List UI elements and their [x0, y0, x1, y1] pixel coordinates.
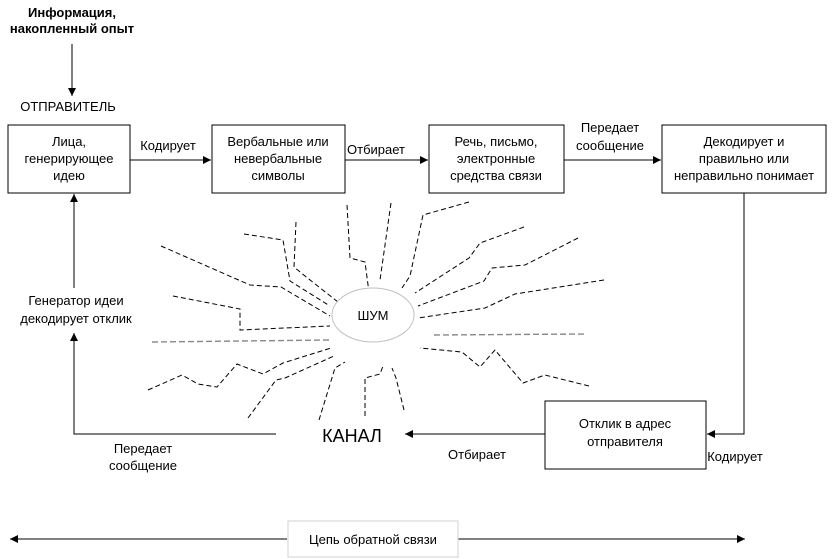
label-transmits-top-line2: сообщение [576, 138, 644, 153]
box-symbols: Вербальные или невербальные символы [211, 124, 346, 194]
box-idea-line2: генерирующее [25, 151, 114, 166]
noise-ray-9 [318, 361, 346, 421]
noise-ray-14 [414, 226, 525, 294]
noise-ray-3 [243, 233, 331, 307]
sender-label: ОТПРАВИТЕЛЬ [20, 99, 116, 114]
noise-ray-12 [379, 202, 392, 281]
noise-label: ШУМ [357, 308, 388, 323]
channel-label: КАНАЛ [322, 426, 382, 446]
label-idea-generator-line1: Генератор идеи [28, 293, 123, 308]
box-response: Отклик в адрес отправителя [544, 400, 707, 470]
box-idea-line1: Лица, [52, 134, 86, 149]
label-encodes-bottom: Кодирует [707, 449, 763, 464]
noise-ray-18 [419, 347, 590, 387]
label-encodes-top: Кодирует [140, 138, 196, 153]
box-decode-line3: неправильно понимает [674, 168, 814, 183]
noise-ray-4 [160, 245, 331, 317]
label-transmits-top-line1: Передает [581, 120, 639, 135]
box-decode: Декодирует и правильно или неправильно п… [661, 124, 827, 194]
noise-ray-8 [247, 355, 335, 419]
box-idea-line3: идею [53, 168, 85, 183]
noise-ray-10 [364, 365, 384, 416]
source-line2: накопленный опыт [10, 21, 134, 36]
label-idea-generator-line2: декодирует отклик [20, 311, 132, 326]
noise-ray-17 [433, 333, 587, 336]
box-media-line2: электронные [457, 151, 535, 166]
noise-ray-15 [417, 237, 579, 307]
noise-ray-6 [151, 339, 331, 343]
box-decode-line1: Декодирует и [704, 134, 785, 149]
box-response-line2: отправителя [587, 434, 663, 449]
label-transmits-bottom-line2: сообщение [109, 458, 177, 473]
label-transmits-bottom-line1: Передает [114, 441, 172, 456]
noise-rays [147, 201, 605, 421]
box-symbols-line1: Вербальные или [227, 134, 328, 149]
box-symbols-line2: невербальные [234, 151, 322, 166]
label-selects-top: Отбирает [347, 142, 405, 157]
noise-ray-1 [346, 204, 371, 301]
label-selects-bottom: Отбирает [448, 447, 506, 462]
box-media-line1: Речь, письмо, [454, 134, 537, 149]
box-decode-line2: правильно или [699, 151, 789, 166]
arrow-encodes-bottom [707, 193, 745, 438]
box-idea: Лица, генерирующее идею [7, 124, 131, 194]
noise-ray-7 [147, 347, 332, 391]
noise-ray-5 [172, 295, 331, 331]
arrow-transmits-bottom [70, 333, 276, 435]
feedback-label: Цепь обратной связи [309, 532, 437, 547]
box-media: Речь, письмо, электронные средства связи [428, 124, 565, 194]
noise-ray-2 [293, 221, 339, 303]
source-line1: Информация, [28, 5, 116, 20]
noise-ray-13 [401, 201, 470, 289]
feedback-label-box [287, 520, 459, 558]
noise-ellipse [331, 287, 415, 343]
box-symbols-line3: символы [251, 168, 304, 183]
noise-ray-11 [391, 367, 405, 411]
box-media-line3: средства связи [450, 168, 542, 183]
noise-ray-16 [417, 279, 605, 319]
box-response-line1: Отклик в адрес [579, 416, 672, 431]
